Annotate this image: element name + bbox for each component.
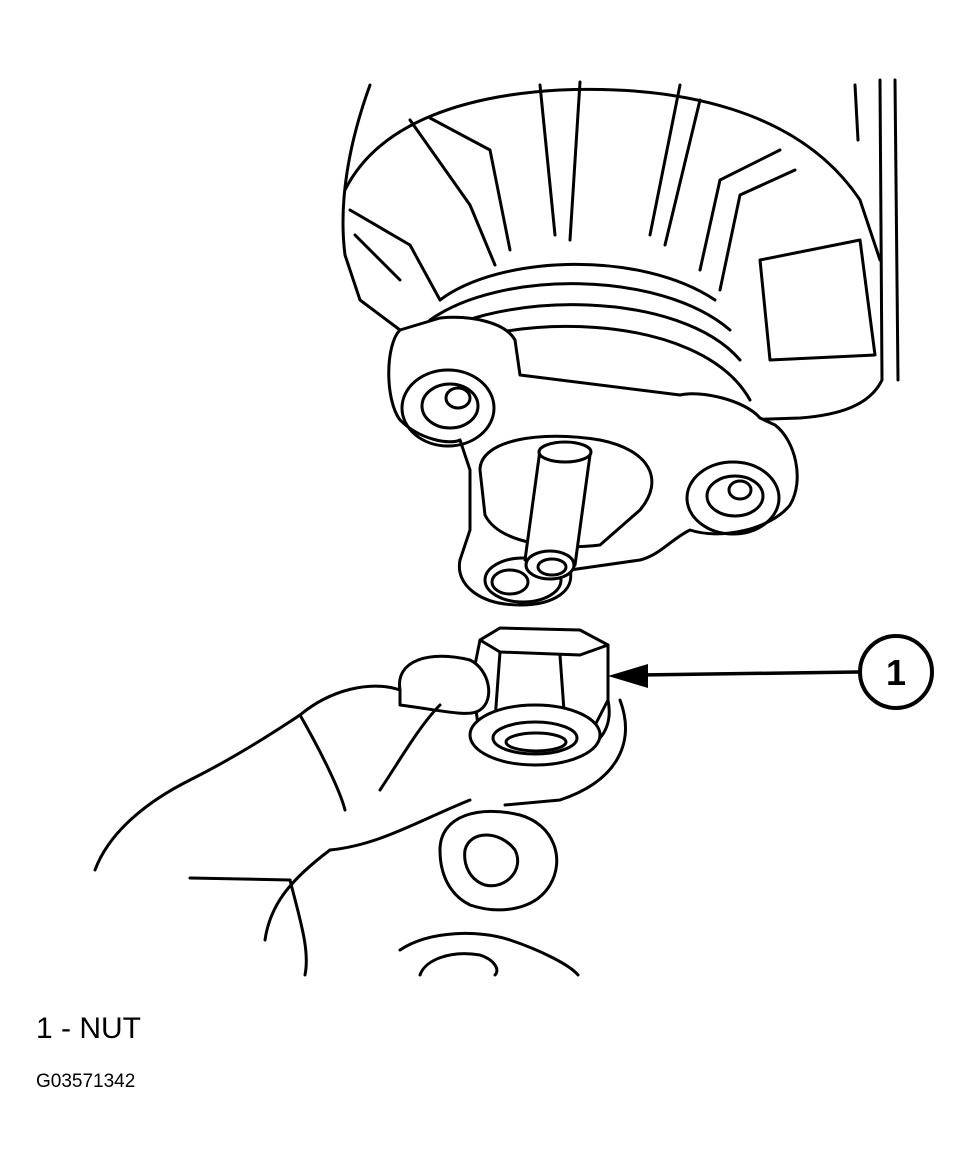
nut [468,626,611,767]
callout-marker: 1 [858,634,934,710]
callout-number: 1 [886,652,906,693]
stud [523,440,593,581]
legend-text: 1 - NUT [36,1012,141,1045]
nut-removal-illustration: 1 [93,78,934,977]
callout-leader [608,664,860,688]
hand [93,654,627,977]
figure-id: G03571342 [36,1071,136,1092]
mounting-flange [387,315,799,607]
